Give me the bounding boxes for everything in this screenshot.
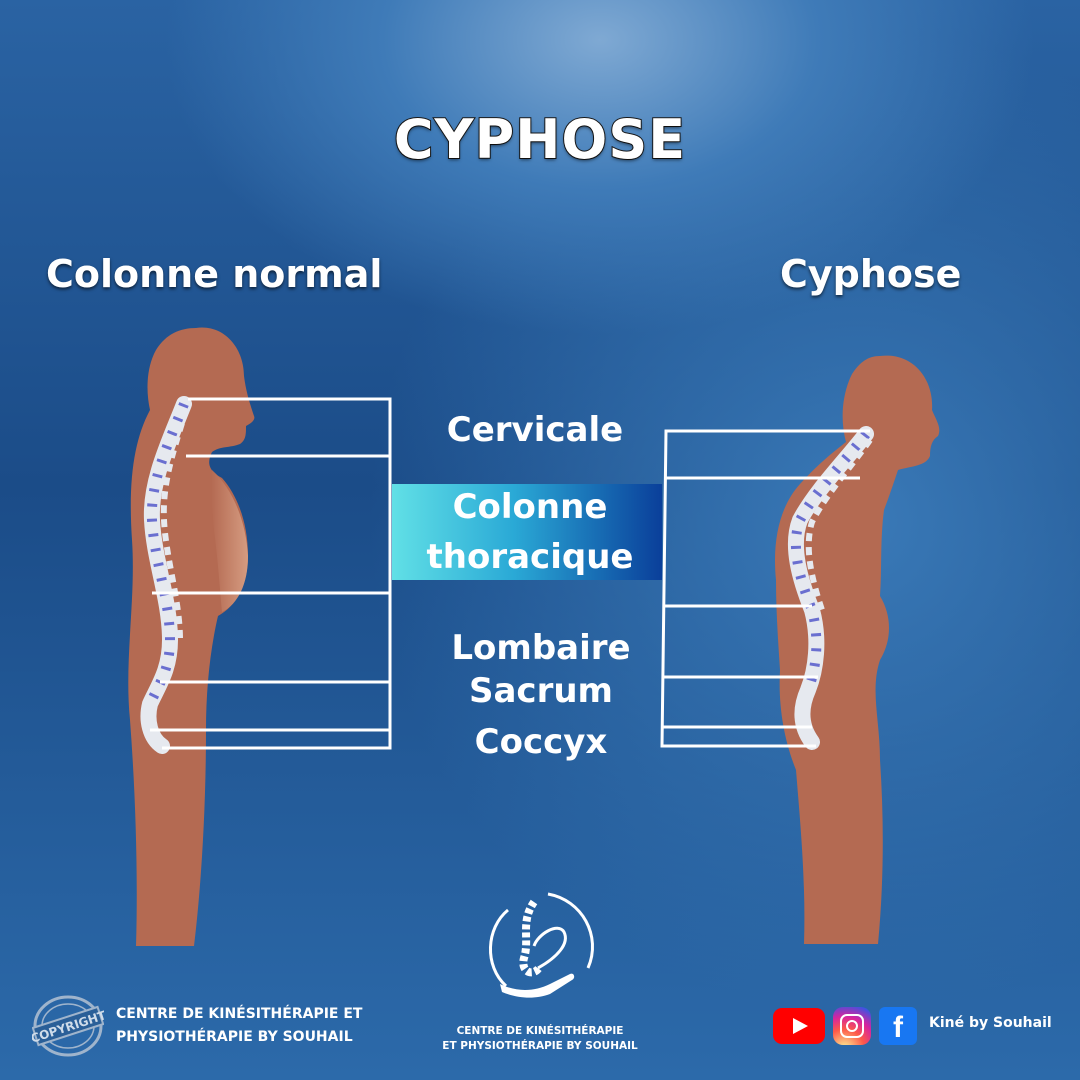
brand-name: Kiné by Souhail [929,1015,1052,1031]
region-coccyx: Coccyx [474,722,608,762]
page-title: CYPHOSE [393,107,687,172]
region-sacrum: Sacrum [469,671,613,711]
kyphosis-region-brackets [660,429,870,748]
normal-spine-label: Colonne normal [46,252,383,296]
region-cervical: Cervicale [446,410,624,450]
normal-region-brackets [150,397,392,750]
center-clinic-name: CENTRE DE KINÉSITHÉRAPIE ET PHYSIOTHÉRAP… [442,1025,638,1052]
clinic-name: CENTRE DE KINÉSITHÉRAPIE ET PHYSIOTHÉRAP… [116,1006,363,1045]
thoracic-highlight-band [392,484,662,580]
kyphosis-label: Cyphose [780,252,962,296]
region-thoracic-line1: Colonne [452,487,608,527]
region-thoracic-line2: thoracique [426,537,634,577]
instagram-icon[interactable] [833,1007,871,1045]
youtube-icon[interactable] [773,1008,825,1044]
spine-hand-logo-icon [489,892,594,998]
region-lumbar: Lombaire [451,628,631,668]
normal-spine [140,396,192,754]
copyright-stamp-icon: COPYRIGHT [32,995,104,1057]
normal-body-silhouette [128,327,255,946]
facebook-icon[interactable]: f [879,1007,917,1045]
